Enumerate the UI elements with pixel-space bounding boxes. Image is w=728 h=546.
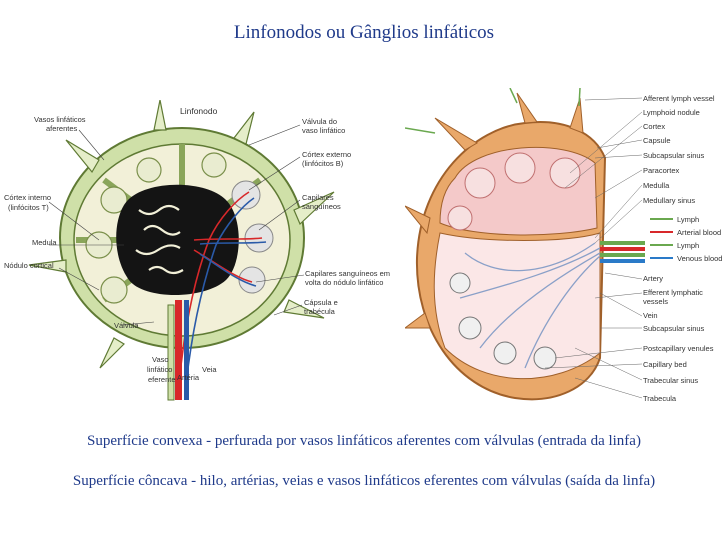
caption-concave-surface: Superfície côncava - hilo, artérias, vei… [72,473,656,489]
label-subcapsular-sinus-2: Subcapsular sinus [643,324,705,333]
label-valvula-vaso-1: Válvula do [302,117,337,126]
vein-vessel [184,300,189,400]
label-venous-blood: Venous blood [677,254,722,263]
hilum-vessels [600,241,645,263]
label-subcapsular-sinus: Subcapsular sinus [643,151,705,160]
label-nodulo-cortical: Nódulo cortical [4,261,54,270]
label-vein: Vein [643,311,658,320]
label-efferent-1: Efferent lymphatic [643,288,703,297]
label-cortex-interno-1: Córtex interno [4,193,51,202]
label-trabecular-sinus: Trabecular sinus [643,376,698,385]
label-trabecula: Trabecula [643,394,677,403]
label-medullary-sinus: Medullary sinus [643,196,695,205]
label-vaso-2: linfático [147,365,172,374]
label-cortex: Cortex [643,122,665,131]
label-capilares-1: Capilares [302,193,334,202]
medullary-sinuses [459,242,601,369]
label-lymph-2: Lymph [677,241,699,250]
label-capsule: Capsule [643,136,671,145]
label-capillary-bed: Capillary bed [643,360,687,369]
label-valvula: Válvula [114,321,139,330]
label-capilares-volta-2: volta do nódulo linfático [305,278,383,287]
page-title: Linfonodos ou Gânglios linfáticos [233,22,495,43]
medulla-region [433,232,601,380]
label-veia: Veia [202,365,217,374]
label-valvula-vaso-2: vaso linfático [302,126,345,135]
lymph-node-diagram-en: Afferent lymph vessel Lymphoid nodule Co… [405,88,722,403]
label-vaso-1: Vaso [152,355,169,364]
caption-convex-surface: Superfície convexa - perfurada por vasos… [87,433,641,449]
label-cortex-interno-2: (linfócitos T) [8,203,49,212]
label-vasos-aferentes-2: aferentes [46,124,78,133]
afferent-lymph-vessels [405,88,581,134]
leader-lines-right [544,97,643,399]
artery-vessel [175,300,182,400]
label-capsula-1: Cápsula e [304,298,338,307]
lymphoid-nodules [447,152,581,231]
label-cortex-externo-2: (linfócitos B) [302,159,344,168]
legend-arrows [650,218,673,259]
label-capilares-volta-1: Capilares sanguíneos em [305,269,390,278]
label-capilares-2: sanguíneos [302,202,341,211]
label-capsula-2: trabécula [304,307,336,316]
leader-lines [48,124,305,326]
capillary-beds [449,272,557,370]
label-paracortex: Paracortex [643,166,680,175]
label-postcapillary: Postcapillary venules [643,344,714,353]
label-artery: Artery [643,274,663,283]
blood-vessels [178,191,267,386]
heading-linfonodo: Linfonodo [180,106,218,116]
label-afferent: Afferent lymph vessel [643,94,715,103]
medulla-cords [135,204,184,275]
afferent-spikes [405,92,584,329]
label-arterial-blood: Arterial blood [677,228,721,237]
medulla [116,184,239,295]
afferent-vessels [28,100,335,369]
lymph-node-diagram-pt: Linfonodo Vasos linfáticos aferentes Cór… [4,100,390,401]
label-cortex-externo-1: Córtex externo [302,150,351,159]
label-arteria: Artéria [177,373,200,382]
label-medula: Medula [32,238,57,247]
label-lymphoid-nodule: Lymphoid nodule [643,108,700,117]
efferent-vessel [167,304,175,401]
label-vasos-aferentes-1: Vasos linfáticos [34,115,86,124]
label-lymph: Lymph [677,215,699,224]
label-efferent-2: vessels [643,297,668,306]
label-vaso-3: eferente [148,375,176,384]
cortical-nodules [85,152,227,304]
label-medulla: Medulla [643,181,670,190]
